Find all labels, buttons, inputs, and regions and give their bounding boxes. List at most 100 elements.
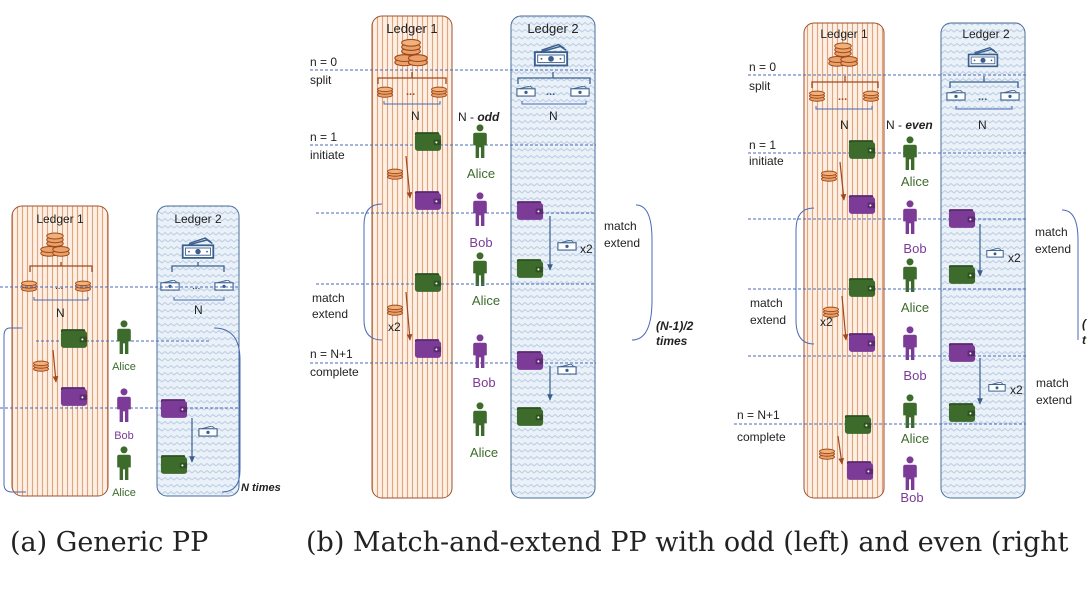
wallet-icon	[160, 455, 188, 474]
ledger2-title: Ledger 2	[527, 21, 578, 36]
ledger2-title: Ledger 2	[962, 27, 1010, 41]
transfer-arrow	[52, 349, 59, 383]
coin-icon	[74, 280, 92, 292]
coin-icon	[32, 360, 50, 372]
times-label-cut: (	[1082, 317, 1088, 331]
coin-icon	[386, 304, 404, 316]
wallet-icon	[60, 387, 88, 406]
wallet-icon	[516, 201, 544, 220]
ledger2-column	[940, 22, 1026, 499]
panel-c: Ledger 1 Ledger 2 n = 0 split ... ... N …	[734, 22, 1088, 505]
wallet-icon	[846, 461, 874, 480]
person-icon	[903, 394, 917, 429]
wallet-icon	[516, 407, 544, 426]
coin-icon	[818, 448, 836, 460]
transfer-arrow	[839, 161, 847, 201]
person-icon	[473, 192, 487, 227]
wallet-icon	[848, 278, 876, 297]
bob-label: Bob	[903, 241, 926, 256]
step-split: split	[749, 79, 771, 93]
wallet-icon	[414, 273, 442, 292]
n-label: N	[411, 109, 420, 123]
person-icon	[903, 326, 917, 361]
step-initiate: initiate	[310, 148, 345, 162]
wallet-icon	[948, 343, 976, 362]
x2-label: x2	[820, 315, 833, 329]
step-complete: complete	[310, 365, 359, 379]
coin-icon	[820, 170, 838, 182]
x2-label: x2	[580, 242, 593, 256]
wallet-icon	[848, 195, 876, 214]
wallet-icon	[948, 209, 976, 228]
step-initiate: initiate	[749, 154, 784, 168]
step-n0: n = 0	[749, 60, 776, 74]
alice-label: Alice	[472, 293, 500, 308]
alice-label: Alice	[112, 487, 136, 499]
wallet-icon	[948, 403, 976, 422]
bob-label: Bob	[472, 375, 495, 390]
extend-label: extend	[1035, 242, 1071, 256]
dots: ...	[546, 86, 555, 98]
n-label: N	[840, 118, 849, 132]
bob-label: Bob	[900, 490, 923, 505]
step-n1: n = 1	[310, 130, 337, 144]
dots: ...	[838, 91, 847, 103]
times-label-cut: t	[1082, 333, 1087, 347]
transfer-arrow	[841, 295, 849, 341]
match-label: match	[1035, 225, 1068, 239]
parity-label: N - even	[886, 118, 933, 132]
dots: ...	[55, 281, 63, 292]
person-icon	[473, 124, 487, 159]
alice-label: Alice	[901, 300, 929, 315]
person-icon	[117, 320, 131, 355]
panel-a: Ledger 1 Ledger 2 ... ... N N Alice Bob	[0, 205, 281, 499]
wallet-icon	[844, 415, 872, 434]
coin-icon	[376, 86, 394, 98]
person-icon	[903, 258, 917, 293]
n-label: N	[978, 118, 987, 132]
extend-label: extend	[1036, 393, 1072, 407]
coin-icon	[808, 90, 826, 102]
wallet-icon	[414, 339, 442, 358]
person-icon	[903, 456, 917, 491]
transfer-arrow	[405, 155, 413, 199]
step-n1: n = 1	[749, 138, 776, 152]
bob-label: Bob	[469, 235, 492, 250]
caption-b: (b) Match-and-extend PP with odd (left) …	[306, 527, 1069, 558]
ledger1-column	[11, 205, 109, 497]
caption-a: (a) Generic PP	[10, 527, 209, 558]
person-icon	[473, 402, 487, 437]
ledger2-title: Ledger 2	[174, 212, 222, 226]
alice-label: Alice	[470, 445, 498, 460]
x2-label: x2	[1008, 251, 1021, 265]
step-n0: n = 0	[310, 55, 337, 69]
extend-label: extend	[750, 313, 786, 327]
alice-label: Alice	[112, 361, 136, 373]
transfer-arrow	[837, 435, 845, 465]
dots: ...	[406, 86, 415, 98]
x2-label: x2	[1010, 383, 1023, 397]
step-nN1: n = N+1	[737, 408, 780, 422]
person-icon	[903, 200, 917, 235]
ledger2-column	[510, 15, 596, 499]
dots: ...	[192, 281, 200, 292]
dots: ...	[978, 91, 987, 103]
match-label: match	[750, 296, 783, 310]
ledger1-title: Ledger 1	[820, 27, 868, 41]
extend-label: extend	[604, 236, 640, 250]
n-label: N	[194, 303, 203, 317]
wallet-icon	[516, 351, 544, 370]
bob-label: Bob	[903, 368, 926, 383]
alice-label: Alice	[901, 174, 929, 189]
n-label: N	[56, 306, 65, 320]
transfer-arrow	[405, 291, 413, 341]
person-icon	[117, 446, 131, 481]
coin-icon	[430, 86, 448, 98]
x2-label: x2	[388, 320, 401, 334]
wallet-icon	[516, 259, 544, 278]
parity-label: N - odd	[458, 110, 500, 124]
match-label: match	[312, 291, 345, 305]
ledger1-title: Ledger 1	[36, 212, 84, 226]
step-split: split	[310, 73, 332, 87]
wallet-icon	[160, 399, 188, 418]
